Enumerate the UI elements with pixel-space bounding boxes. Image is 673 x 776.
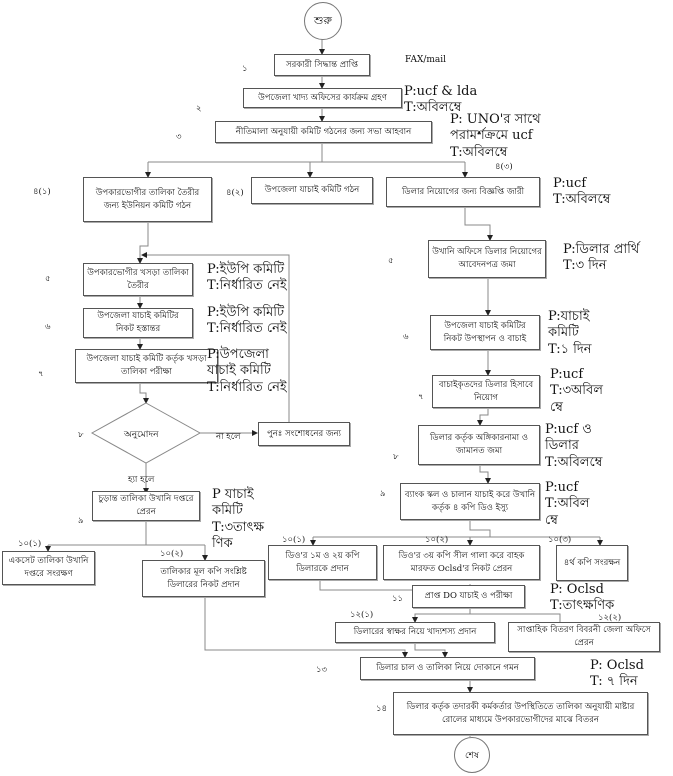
step-12-2-box: সাপ্তাহিক বিতরণ বিবরনী জেলা অফিসে প্রেরন [508, 622, 660, 652]
left-step-9-note: P যাচাই কমিটি T:৩তাৎক্ষ ণিক [212, 487, 265, 551]
step-12-1-box: ডিলারের স্বাক্ষর নিয়ে খাদ্যশস্য প্রদান [335, 622, 495, 643]
step-1-box: সরকারী সিদ্ধান্ত প্রাপ্তি [274, 54, 370, 76]
step-2-note: P:ucf & lda T:অবিলম্বে [404, 84, 478, 116]
right-step-10-2-box: ডিও'র ৩য় কপি সীল গালা করে বাহক মারফত Oc… [383, 545, 540, 580]
revision-box: পুনঃ সংশোধনের জন্য [258, 422, 350, 446]
left-step-10-2-number: ১০(২) [160, 549, 184, 559]
step-4-3-note: P:ucf T:অবিলম্বে [553, 176, 611, 208]
right-step-6-number: ৬ [403, 332, 409, 342]
left-step-7-box: উপজেলা যাচাই কমিটি কর্তৃক খসড়া তালিকা প… [75, 349, 218, 383]
step-1-number: ১ [242, 64, 248, 74]
step-11-note: P: Oclsd T:তাৎক্ষণিক [550, 582, 615, 614]
step-11-number: ১১ [392, 594, 404, 604]
right-step-6-note: P:যাচাই কমিটি T:১ দিন [548, 309, 592, 357]
step-3-number: ৩ [176, 132, 182, 142]
step-4-1-number: ৪(১) [33, 187, 51, 197]
decision-no-label: না হলে [216, 432, 241, 442]
step-13-box: ডিলার চাল ও তালিকা নিয়ে দোকানে গমন [360, 657, 535, 680]
step-2-box: উপজেলা খাদ্য অফিসের কার্যক্রম গ্রহণ [243, 88, 402, 108]
step-3-box: নীতিমালা অনুযায়ী কমিটি গঠনের জন্য সভা আ… [215, 121, 432, 143]
left-step-6-box: উপজেলা যাচাই কমিটির নিকট হস্তান্তর [83, 308, 193, 338]
right-step-5-number: ৫ [388, 256, 394, 266]
left-step-9-box: চুড়ান্ত তালিকা উখানি দপ্তরে প্রেরন [92, 491, 200, 521]
left-step-5-number: ৫ [45, 274, 51, 284]
left-step-9-number: ৯ [78, 516, 84, 526]
decision-label: অনুমোদন [124, 430, 159, 440]
left-step-6-note: P:ইউপি কমিটি T:নির্ধারিত নেই [207, 305, 287, 337]
left-step-10-1-box: একসেট তালিকা উখানি দপ্তরে সংরক্ষণ [2, 551, 95, 585]
step-14-box: ডিলার কর্তৃক তদারকী কর্মকর্তার উপস্থিতিত… [393, 692, 648, 735]
right-step-10-2-number: ১০(২) [425, 535, 449, 545]
right-step-8-number: ৮ [393, 452, 399, 462]
right-step-5-box: উখানি অফিসে ডিলার নিয়োগের আবেদনপত্র জমা [428, 240, 546, 278]
step-13-note: P: Oclsd T: ৭ দিন [590, 658, 644, 690]
left-step-10-1-number: ১০(১) [18, 539, 42, 549]
left-step-10-2-box: তালিকার মূল কপি সংশ্লিষ্ট ডিলারের নিকট প… [142, 560, 265, 597]
step-2-number: ২ [196, 104, 202, 114]
right-step-10-1-number: ১০(১) [282, 535, 306, 545]
left-step-7-number: ৭ [38, 369, 44, 379]
step-1-note: FAX/mail [405, 55, 447, 65]
right-step-10-3-number: ১০(৩) [548, 535, 572, 545]
step-4-1-box: উপকারভোগীর তালিকা তৈরীর জন্য ইউনিয়ন কমি… [83, 177, 212, 222]
left-step-7-note: P:উপজেলা যাচাই কমিটি T:নির্ধারিত নেই [207, 347, 287, 395]
decision-yes-label: হ্যা হলে [128, 475, 155, 485]
step-12-1-number: ১২(১) [350, 610, 374, 620]
step-13-number: ১৩ [316, 665, 328, 675]
end-node: শেষ [454, 737, 490, 773]
left-step-8-number: ৮ [78, 430, 84, 440]
right-step-8-box: ডিলার কর্তৃক অঙ্গিকারনামা ও জামানত জমা [418, 425, 540, 465]
right-step-9-box: ব্যাংক স্কল ও চালান যাচাই করে উখানি কর্ত… [400, 483, 540, 520]
step-4-2-number: ৪(২) [226, 188, 244, 198]
right-step-10-1-box: ডিও'র ১ম ও ২য় কপি ডিলারকে প্রদান [268, 545, 377, 580]
right-step-5-note: P:ডিলার প্রার্থি T:৩ দিন [563, 242, 640, 274]
right-step-10-3-box: ৪র্থ কপি সংরক্ষন [556, 545, 628, 581]
left-step-5-box: উপকারভোগীর খসড়া তালিকা তৈরীর [83, 263, 193, 296]
right-step-8-note: P:ucf ও ডিলার T:অবিলম্বে [545, 422, 603, 470]
step-4-2-box: উপজেলা যাচাই কমিটি গঠন [251, 177, 373, 204]
step-14-number: ১৪ [376, 704, 388, 714]
right-step-9-number: ৯ [380, 489, 386, 499]
left-step-6-number: ৬ [45, 322, 51, 332]
right-step-6-box: উপজেলা যাচাই কমিটির নিকট উপস্থাপন ও বাচা… [430, 315, 540, 350]
step-4-3-box: ডিলার নিয়োগের জন্য বিজ্ঞপ্তি জারী [386, 177, 540, 207]
step-12-2-number: ১২(২) [598, 613, 622, 623]
left-step-5-note: P:ইউপি কমিটি T:নির্ধারিত নেই [207, 262, 287, 294]
right-step-7-note: P:ucf T:৩অবিল ম্বে [550, 367, 603, 415]
start-node: শুরু [304, 2, 342, 40]
right-step-7-number: ৭ [418, 392, 424, 402]
step-11-box: প্রাপ্ত DO যাচাই ও পরীক্ষা [412, 585, 525, 608]
step-3-note: P: UNO'র সাথে পরামর্শক্রমে ucf T:অবিলম্ব… [450, 112, 541, 160]
right-step-9-note: P:ucf T:অবিল ম্বে [545, 480, 590, 528]
step-4-3-number: ৪(৩) [495, 162, 513, 172]
decision-diamond [90, 402, 202, 464]
right-step-7-box: বাচাইকৃতদের ডিলার হিসাবে নিয়োগ [432, 375, 540, 408]
